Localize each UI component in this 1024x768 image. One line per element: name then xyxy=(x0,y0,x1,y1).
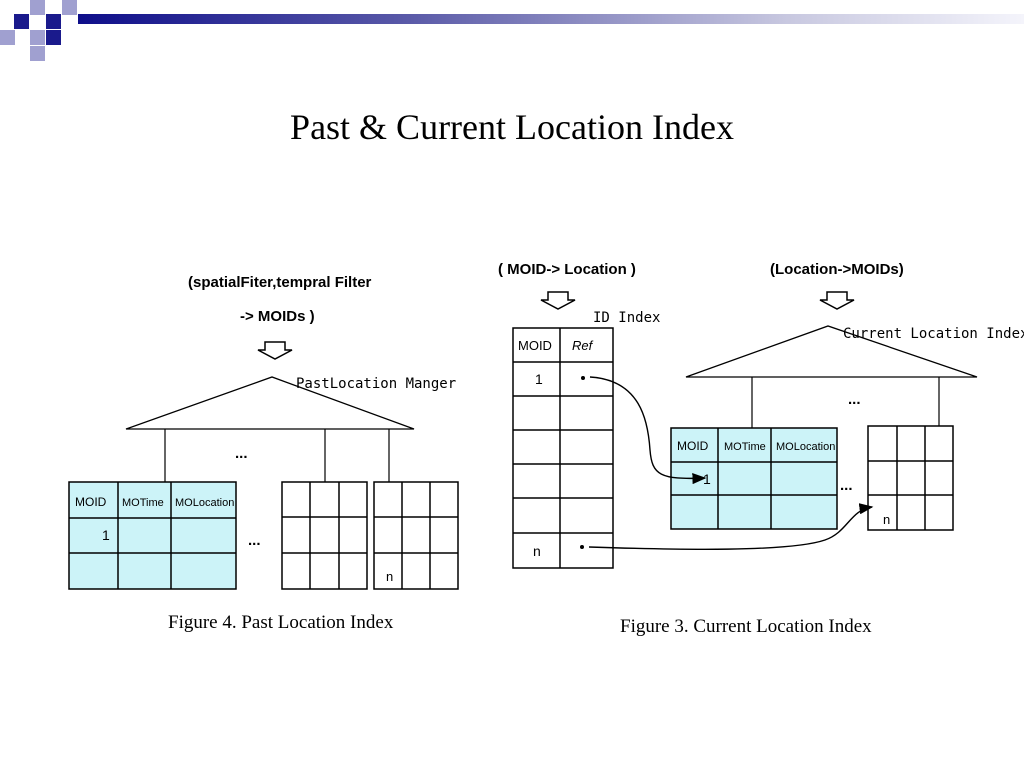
current-query-right: (Location->MOIDs) xyxy=(770,261,904,278)
past-caption: Figure 4. Past Location Index xyxy=(168,612,394,633)
past-grid-node: n xyxy=(373,481,459,590)
id-cell-first: 1 xyxy=(535,371,543,387)
current-caption: Figure 3. Current Location Index xyxy=(620,616,872,637)
decor-square xyxy=(14,14,29,29)
current-query-left: ( MOID-> Location ) xyxy=(498,261,636,278)
past-tree-label: PastLocation Manger xyxy=(296,376,456,392)
past-down-arrow-icon xyxy=(257,341,293,360)
current-tree-triangle xyxy=(685,325,978,378)
table-header: MOLocation xyxy=(776,441,835,453)
table-cell: 1 xyxy=(102,527,110,543)
id-header-moid: MOID xyxy=(518,338,552,353)
decor-square xyxy=(62,0,77,15)
decor-square xyxy=(30,0,45,15)
slide-title: Past & Current Location Index xyxy=(290,107,734,147)
current-grid-node: n xyxy=(867,425,954,531)
table-header: MOTime xyxy=(122,497,164,509)
id-index-table: MOID Ref 1 n xyxy=(512,327,614,569)
table-header: MOLocation xyxy=(175,497,234,509)
id-cell-last: n xyxy=(533,543,541,559)
decor-square xyxy=(30,46,45,61)
past-grid-node xyxy=(281,481,368,590)
ref-pointer-arrow xyxy=(589,376,707,485)
decor-square xyxy=(0,30,15,45)
grid-cell-n: n xyxy=(386,569,393,584)
title-bar-gradient xyxy=(78,14,1024,24)
table-header: MOID xyxy=(677,439,709,453)
ref-pointer-arrow xyxy=(588,503,874,550)
past-tree-dots: ... xyxy=(235,445,248,462)
past-table-dots: ... xyxy=(248,532,261,549)
decor-square xyxy=(30,30,45,45)
current-table-dots: ... xyxy=(840,477,853,494)
table-header: MOID xyxy=(75,495,107,509)
current-left-down-arrow-icon xyxy=(540,291,576,310)
past-query-line1: (spatialFiter,tempral Filter xyxy=(188,274,372,291)
current-tree-label: Current Location Index xyxy=(843,326,1024,342)
id-header-ref: Ref xyxy=(572,338,594,353)
table-cell: 1 xyxy=(703,471,711,487)
grid-cell-n: n xyxy=(883,512,890,527)
current-tree-dots: ... xyxy=(848,391,861,408)
past-query-line2: -> MOIDs ) xyxy=(240,308,315,325)
past-location-table: MOID MOTime MOLocation 1 xyxy=(68,481,237,590)
current-right-down-arrow-icon xyxy=(819,291,855,310)
past-tree-triangle xyxy=(125,376,415,430)
table-header: MOTime xyxy=(724,441,766,453)
decor-square xyxy=(46,30,61,45)
id-index-label: ID Index xyxy=(593,310,660,326)
decor-square xyxy=(46,14,61,29)
